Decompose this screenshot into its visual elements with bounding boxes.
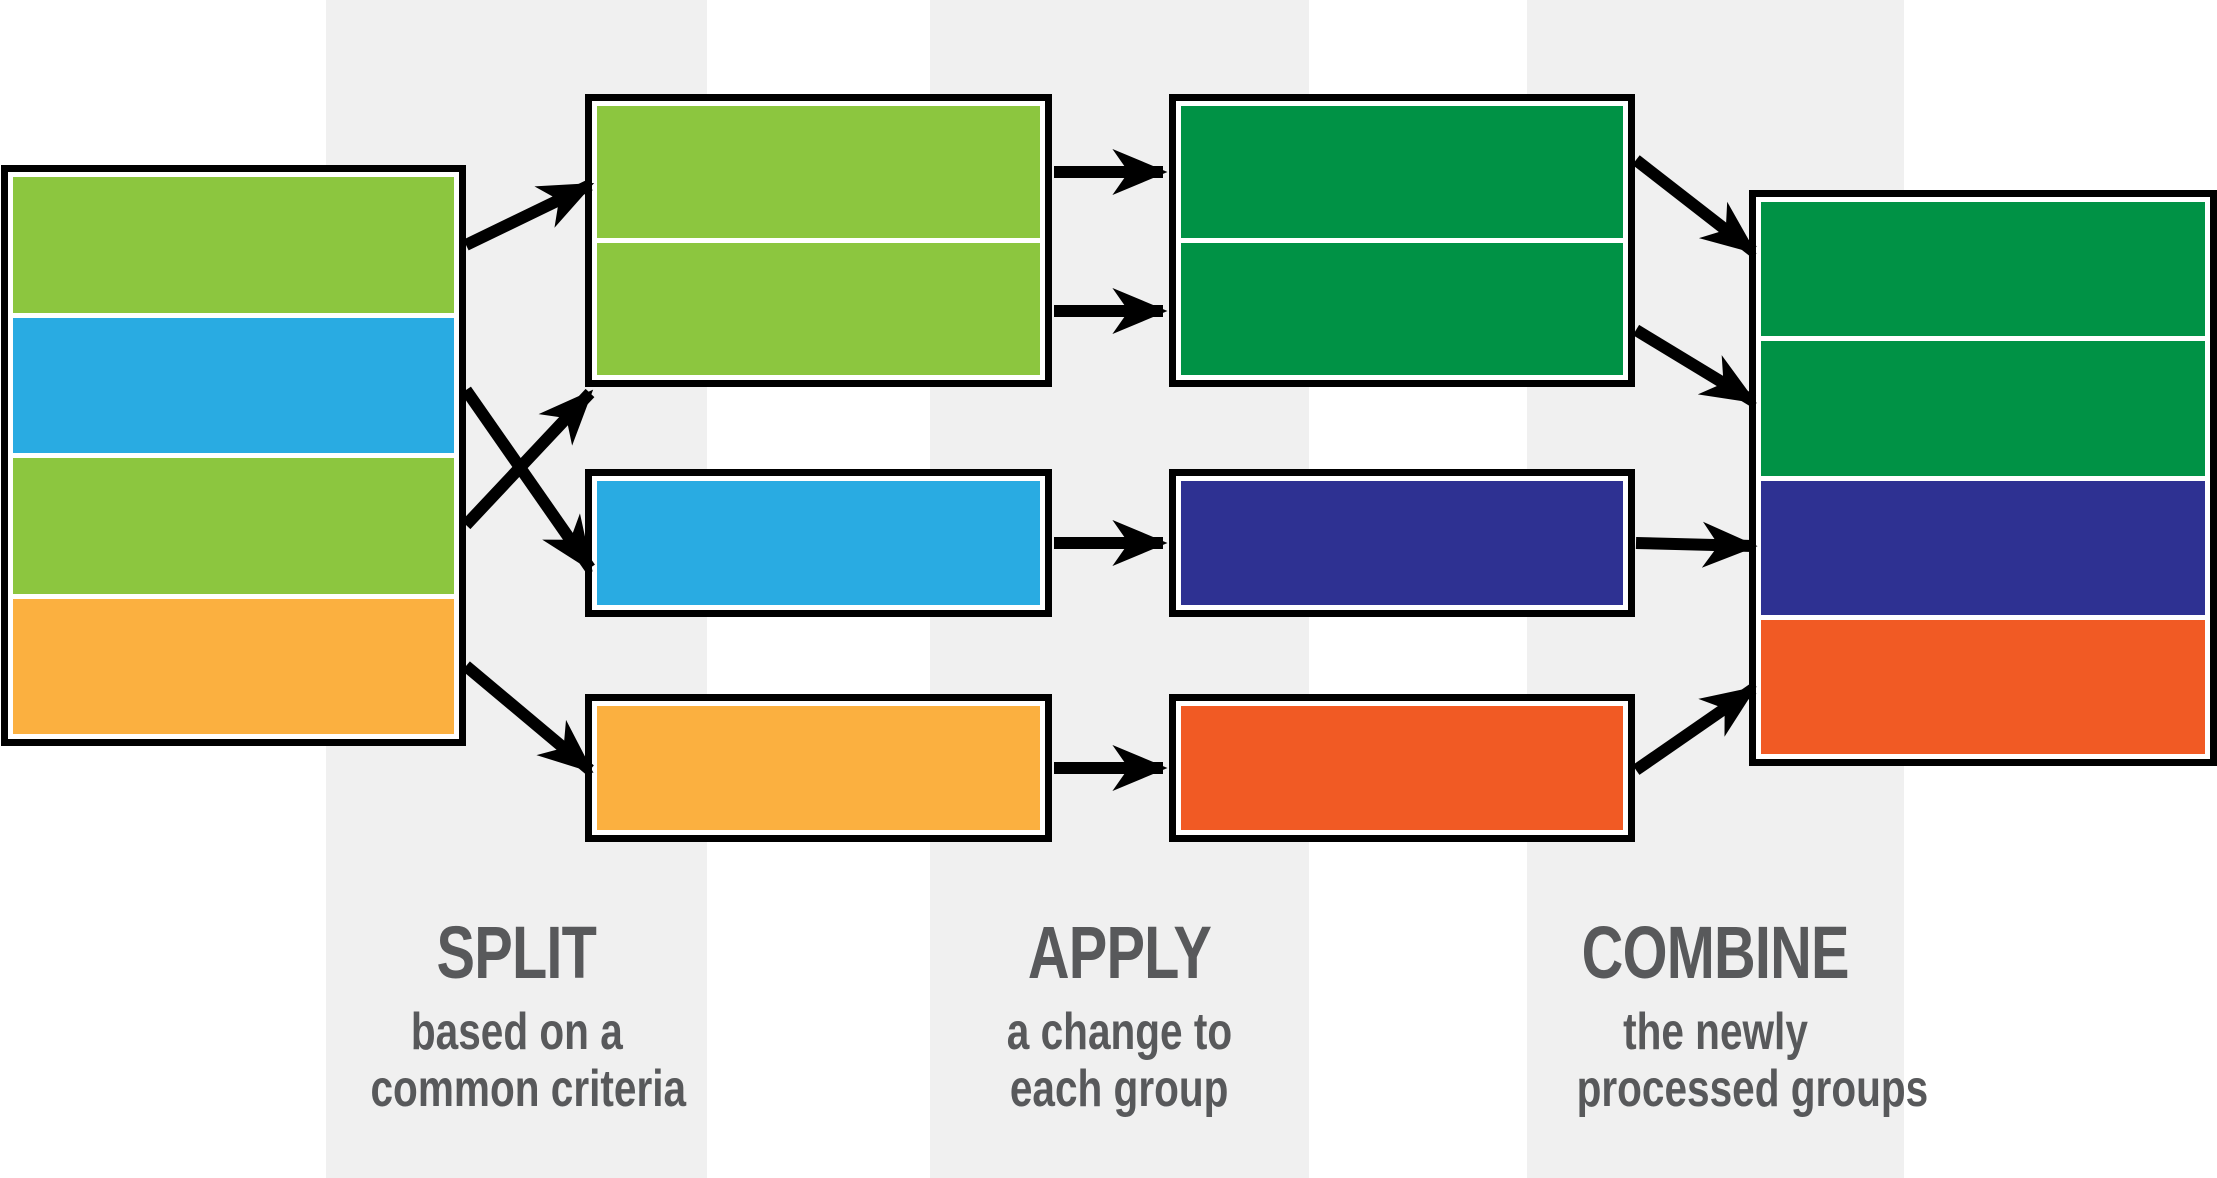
split-title: SPLIT: [436, 911, 597, 994]
sky-blue-group-row: [13, 317, 454, 453]
combine-title: COMBINE: [1581, 911, 1850, 994]
light-green-group-row: [597, 243, 1040, 375]
apply-title: APPLY: [1027, 911, 1212, 994]
combine-subtitle: the newly processed groups: [1576, 1003, 1929, 1118]
split-stage-label: SPLIT based on a common criteria: [326, 912, 707, 1118]
light-green-group-row: [597, 106, 1040, 238]
light-green-group-row: [13, 177, 454, 313]
split-group-1-box: [585, 94, 1052, 387]
dark-green-group-row: [1181, 106, 1623, 238]
navy-group-row: [1181, 481, 1623, 605]
dark-green-group-row: [1761, 202, 2205, 337]
source-table-box: [1, 165, 466, 746]
orange-group-row: [597, 706, 1040, 830]
apply-group-1-box: [1169, 94, 1635, 387]
orange-group-row: [13, 598, 454, 734]
dark-green-group-row: [1181, 243, 1623, 375]
apply-group-3-box: [1169, 694, 1635, 842]
split-group-2-box: [585, 469, 1052, 617]
split-group-3-box: [585, 694, 1052, 842]
combine-stage-label: COMBINE the newly processed groups: [1527, 911, 1929, 1118]
apply-group-2-box: [1169, 469, 1635, 617]
navy-group-row: [1761, 480, 2205, 615]
apply-stage-label: APPLY a change to each group: [930, 912, 1309, 1118]
light-green-group-row: [13, 458, 454, 594]
red-orange-group-row: [1181, 706, 1623, 830]
combined-table-box: [1749, 190, 2217, 766]
apply-subtitle: a change to each group: [1006, 1003, 1233, 1118]
sky-blue-group-row: [597, 481, 1040, 605]
split-subtitle: based on a common criteria: [370, 1003, 687, 1118]
dark-green-group-row: [1761, 341, 2205, 476]
red-orange-group-row: [1761, 619, 2205, 754]
